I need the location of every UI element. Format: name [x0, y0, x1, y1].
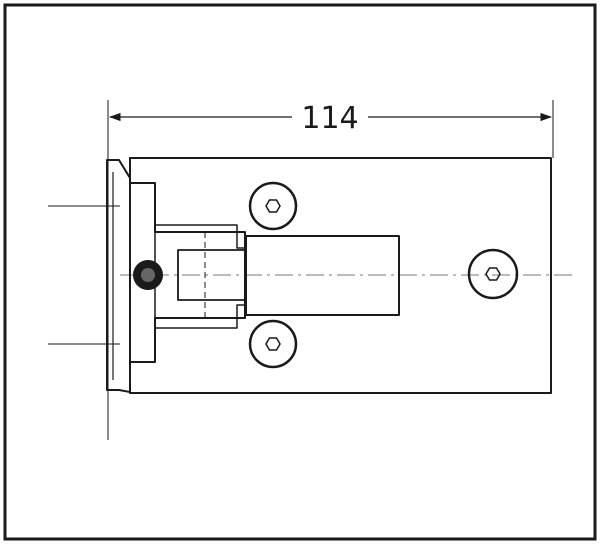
- socket-screw-top: [248, 181, 298, 231]
- flange-plate: [106, 159, 131, 393]
- socket-screw-right: [467, 248, 519, 300]
- drawing-frame: [3, 3, 597, 541]
- knuckle-cavity: [154, 224, 246, 329]
- clamp-block: [245, 235, 400, 316]
- dimension-label: 114: [301, 101, 358, 136]
- extension-lines: [48, 100, 554, 440]
- hinge-outline: [106, 157, 552, 394]
- adjustment-screw: [133, 260, 163, 290]
- socket-screw-bottom: [248, 319, 298, 369]
